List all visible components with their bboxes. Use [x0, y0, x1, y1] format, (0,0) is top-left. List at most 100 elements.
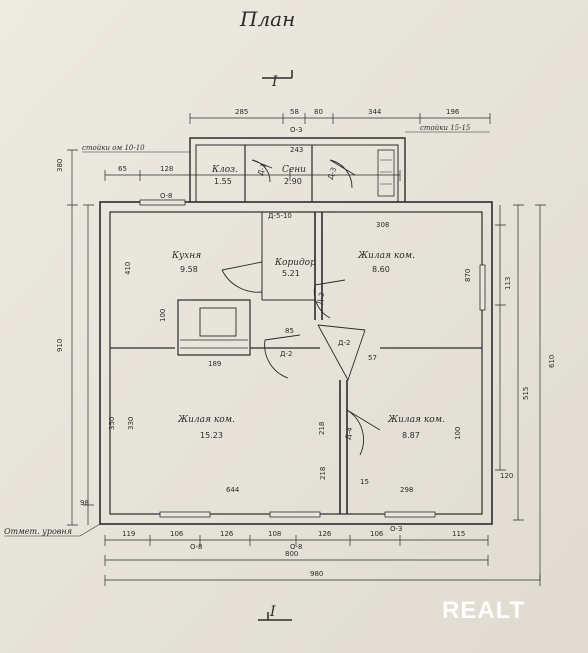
dim-bottom-4: 108	[268, 530, 281, 538]
dim-top-5: 196	[446, 108, 460, 116]
dim-top2-3: 243	[290, 146, 303, 154]
room-name-corridor: Коридор	[274, 258, 316, 268]
dim-bottom-7: 115	[452, 530, 465, 538]
outer-wall-outer	[99, 201, 493, 525]
dimension-labels: 285 58 80 344 196 65 128 243 308 119 106…	[56, 108, 556, 578]
door-label-living-ne: Д-2	[316, 292, 326, 306]
room-area-vestibule: 2.90	[284, 177, 302, 186]
door-label-toilet: Д-1	[256, 162, 268, 176]
dim-inner-11: 218	[318, 422, 326, 435]
room-area-kitchen: 9.58	[180, 265, 198, 274]
dim-top-4: 344	[368, 108, 382, 116]
stove-body	[177, 299, 251, 356]
annex-hatch	[377, 149, 395, 197]
door-living-ne	[313, 279, 346, 319]
window-north-kitchen	[139, 199, 186, 206]
dim-bottom-5: 126	[318, 530, 332, 538]
dim-right-5: 120	[500, 472, 513, 480]
stove-corner	[317, 324, 366, 382]
dim-right-3: 113	[504, 277, 512, 290]
room-labels: Кухня 9.58 Жилая ком. 8.60 Коридор 5.21 …	[171, 165, 445, 440]
window-label-south-3: О-3	[390, 525, 403, 533]
note-pillars-right: стойки 15-15	[420, 124, 471, 132]
dim-inner-4: 85	[285, 327, 294, 335]
dim-top2-4: 308	[376, 221, 389, 229]
door-label-living-sw: Д-2	[280, 350, 292, 358]
dim-left-3: 350	[108, 417, 116, 430]
svg-text:I: I	[271, 74, 278, 90]
door-toilet	[251, 159, 273, 183]
dim-right-2: 610	[548, 355, 556, 368]
plan-title: План	[239, 7, 295, 31]
door-entrance	[329, 159, 356, 189]
room-area-living-ne: 8.60	[372, 265, 390, 274]
dim-left-2: 910	[56, 339, 64, 352]
windows: О-3 О-8 О-8 О-8 О-3	[139, 126, 486, 551]
room-area-living-se: 8.87	[402, 431, 420, 440]
dim-inner-10: 330	[127, 417, 135, 430]
note-ground-mark: Отмет. уровня	[4, 527, 72, 536]
dim-top-2: 58	[290, 108, 299, 116]
room-name-living-se: Жилая ком.	[387, 415, 445, 425]
dim-bottom-2: 106	[170, 530, 184, 538]
dim-left-4: 98	[80, 499, 89, 507]
window-south-1	[159, 511, 211, 518]
room-name-living-sw: Жилая ком.	[177, 415, 235, 425]
dim-left-1: 380	[56, 159, 64, 172]
dim-inner-1: 410	[124, 262, 132, 275]
dim-inner-5: 57	[368, 354, 377, 362]
window-label-south-2: О-8	[290, 543, 303, 551]
dim-total-inner: 800	[285, 550, 298, 558]
svg-text:I: I	[269, 604, 276, 620]
doors: Д-3 Д-1 Д-2 Д-2 Д-2 Д-4 Д-5-10	[221, 159, 381, 456]
window-east	[479, 264, 486, 311]
annex-partitions	[244, 145, 313, 202]
dim-inner-2: 100	[159, 309, 167, 322]
window-south-2	[269, 511, 321, 518]
door-living-sw	[264, 334, 301, 379]
dim-inner-6: 644	[226, 486, 240, 494]
dim-bottom-1: 119	[122, 530, 135, 538]
door-living-se	[346, 409, 381, 456]
dim-right-4: 515	[522, 387, 530, 400]
door-label-living-se: Д-4	[344, 426, 354, 440]
window-label-kitchen: О-8	[160, 192, 173, 200]
door-kitchen	[221, 261, 263, 293]
dim-inner-3: 189	[208, 360, 221, 368]
room-area-living-sw: 15.23	[200, 431, 223, 440]
window-label-south-1: О-8	[190, 543, 203, 551]
section-mark-bottom: I	[258, 604, 292, 621]
dim-inner-7: 218	[319, 467, 327, 480]
dim-bottom-6: 106	[370, 530, 384, 538]
kitchen-stove	[177, 299, 251, 356]
partition-kitchen-living	[314, 212, 323, 320]
dim-top2-1: 65	[118, 165, 127, 173]
door-label-vestibule: Д-5-10	[268, 212, 292, 220]
room-area-corridor: 5.21	[282, 269, 300, 278]
dim-top-3: 80	[314, 108, 323, 116]
annex-wall-outer	[189, 137, 406, 202]
dim-inner-8: 298	[400, 486, 413, 494]
dim-right-1: 870	[464, 269, 472, 282]
partition-south-rooms	[339, 380, 348, 514]
door-label-entrance: Д-3	[326, 166, 338, 180]
window-south-3	[384, 511, 436, 518]
dim-top2-2: 128	[160, 165, 173, 173]
walls	[99, 137, 493, 525]
note-pillars-left: стойки ом 10-10	[82, 144, 145, 152]
section-mark-top: I	[262, 70, 293, 90]
dim-bottom-3: 126	[220, 530, 234, 538]
annex-wall-inner	[195, 144, 399, 202]
room-area-toilet: 1.55	[214, 177, 232, 186]
room-name-vestibule: Сени	[282, 165, 306, 175]
door-label-center: Д-2	[338, 339, 350, 347]
dim-total-outer: 980	[310, 570, 323, 578]
room-name-kitchen: Кухня	[171, 251, 201, 261]
dim-inner-9: 100	[454, 427, 462, 440]
window-label-north: О-3	[290, 126, 303, 134]
room-name-living-ne: Жилая ком.	[357, 251, 415, 261]
dim-top-1: 285	[235, 108, 248, 116]
stove-oven	[199, 307, 237, 337]
